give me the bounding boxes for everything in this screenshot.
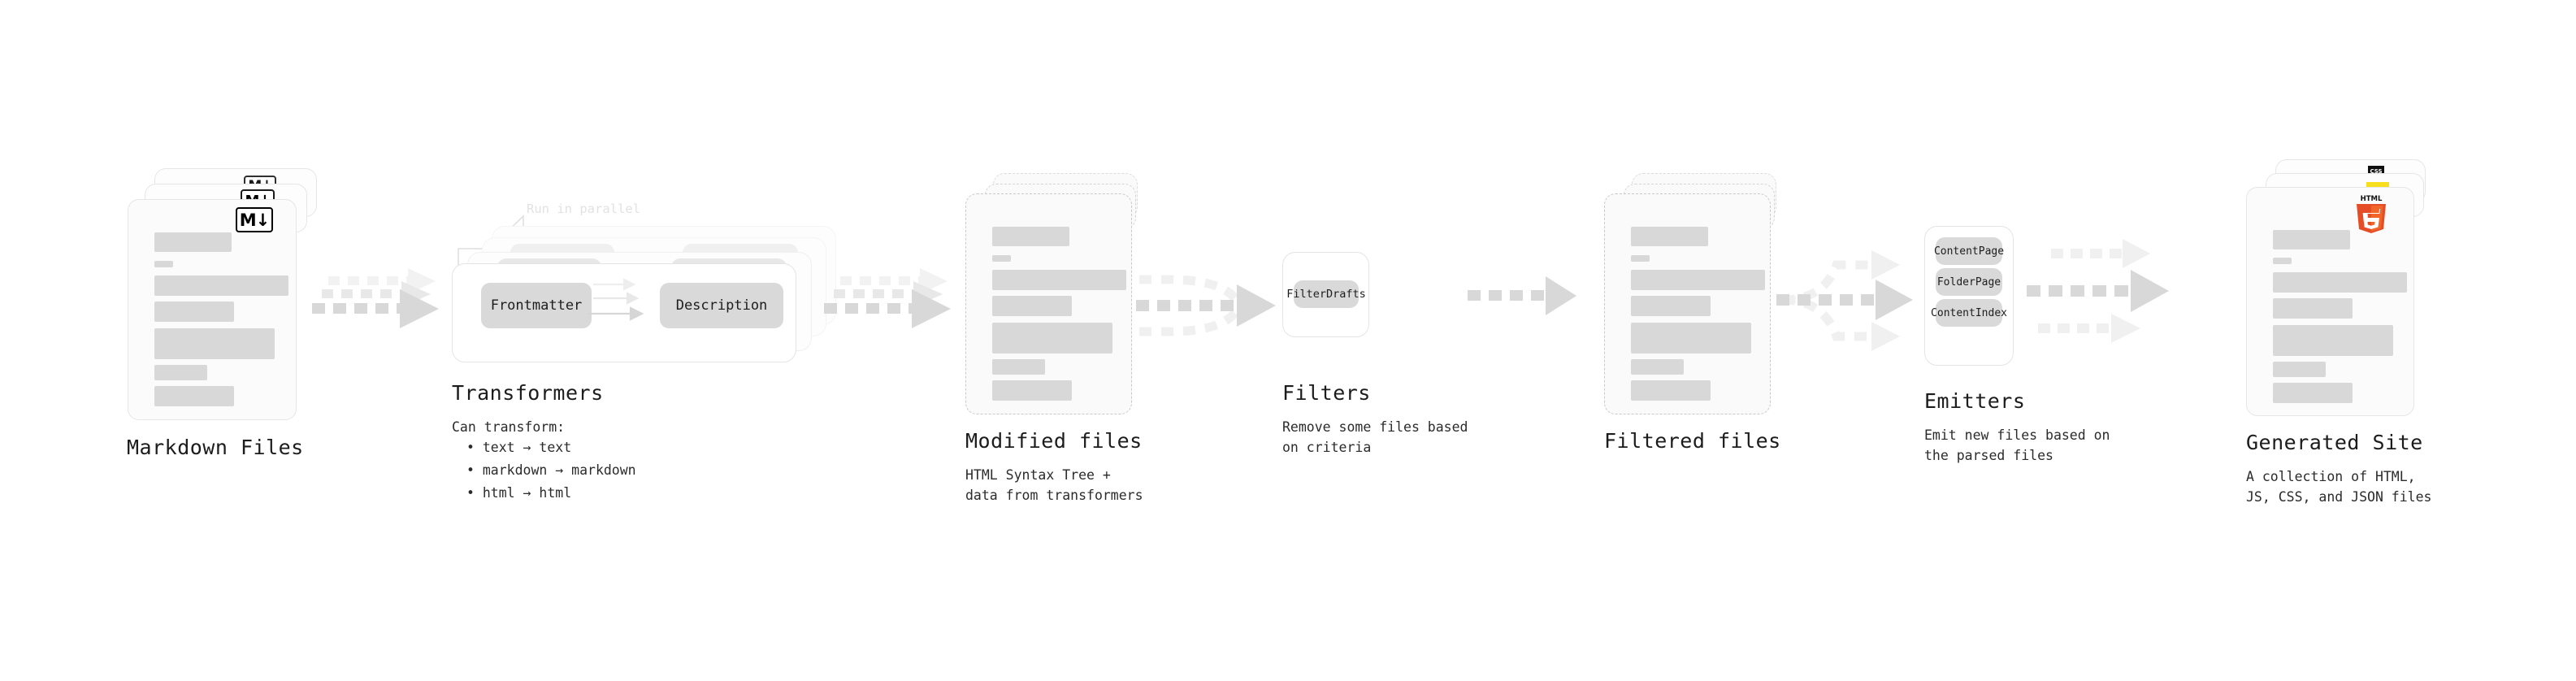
doc-line — [154, 275, 288, 296]
transformers-bullet-1: • markdown → markdown — [466, 462, 636, 478]
doc-line — [154, 301, 234, 322]
doc-line — [2273, 298, 2353, 319]
emitters-subtitle: Emit new files based on the parsed files — [1924, 427, 2110, 463]
generated-site-subtitle: A collection of HTML, JS, CSS, and JSON … — [2246, 469, 2432, 505]
doc-line — [1631, 255, 1650, 262]
transformer-chip-description[interactable]: Description — [660, 283, 783, 328]
doc-line — [2273, 383, 2353, 403]
stage-title-filtered-files: Filtered files — [1604, 429, 1781, 453]
doc-line — [992, 323, 1112, 354]
doc-line — [992, 255, 1011, 262]
html5-icon: HTML — [2357, 195, 2386, 233]
doc-line — [2273, 230, 2350, 249]
doc-line — [1631, 296, 1711, 316]
svg-text:CSS: CSS — [2370, 168, 2382, 175]
transformer-chip-frontmatter[interactable]: Frontmatter — [481, 283, 592, 328]
stage-title-modified-files: Modified files — [965, 429, 1143, 453]
stage-title-filters: Filters — [1282, 381, 1371, 405]
doc-line — [992, 296, 1072, 316]
connector-filters-to-filtered — [1468, 276, 1576, 315]
markdown-icon: M↓ — [236, 207, 273, 232]
stage-title-markdown-files: Markdown Files — [127, 436, 304, 459]
doc-line — [1631, 270, 1765, 290]
stage-title-generated-site: Generated Site — [2246, 431, 2423, 454]
doc-line — [154, 365, 207, 380]
modified-card-front — [965, 193, 1132, 414]
emitter-chip-folderpage[interactable]: FolderPage — [1936, 268, 2002, 296]
doc-line — [154, 261, 173, 267]
doc-line — [992, 227, 1069, 246]
transformers-bullet-0: • text → text — [466, 440, 572, 455]
doc-line — [992, 359, 1045, 375]
transformer-inner-arrows — [587, 278, 644, 321]
run-in-parallel-label: Run in parallel — [527, 202, 640, 216]
modified-files-subtitle: HTML Syntax Tree + data from transformer… — [965, 467, 1143, 503]
doc-line — [992, 270, 1126, 290]
markdown-icon-glyph: M↓ — [239, 210, 270, 230]
doc-line — [1631, 227, 1708, 246]
doc-line — [1631, 323, 1751, 354]
markdown-card-front — [128, 199, 297, 420]
filtered-card-front — [1604, 193, 1771, 414]
connector-transformers-to-modified — [824, 268, 951, 328]
doc-line — [154, 232, 232, 252]
doc-line — [1631, 380, 1711, 401]
doc-line — [2273, 258, 2292, 264]
doc-line — [992, 380, 1072, 401]
doc-line — [154, 386, 234, 406]
connector-modified-to-filters — [1136, 275, 1276, 336]
emitter-chip-contentpage[interactable]: ContentPage — [1934, 237, 2004, 265]
svg-text:HTML: HTML — [2361, 195, 2383, 203]
doc-line — [1631, 359, 1684, 375]
connector-emitters-to-site — [2027, 239, 2169, 343]
emitter-chip-contentindex[interactable]: ContentIndex — [1931, 299, 2007, 327]
connector-filtered-to-emitters — [1776, 250, 1913, 351]
filter-chip-filterdrafts[interactable]: FilterDrafts — [1286, 280, 1366, 308]
filters-subtitle: Remove some files based on criteria — [1282, 419, 1468, 455]
connector-markdown-to-transformers — [312, 268, 439, 328]
doc-line — [2273, 272, 2407, 293]
doc-line — [2273, 325, 2393, 356]
doc-line — [154, 328, 275, 359]
site-card-front — [2246, 187, 2414, 416]
transformers-subtitle: Can transform: — [452, 419, 566, 435]
doc-line — [2273, 362, 2326, 377]
transformers-bullet-2: • html → html — [466, 485, 572, 501]
stage-title-transformers: Transformers — [452, 381, 604, 405]
stage-title-emitters: Emitters — [1924, 389, 2026, 413]
